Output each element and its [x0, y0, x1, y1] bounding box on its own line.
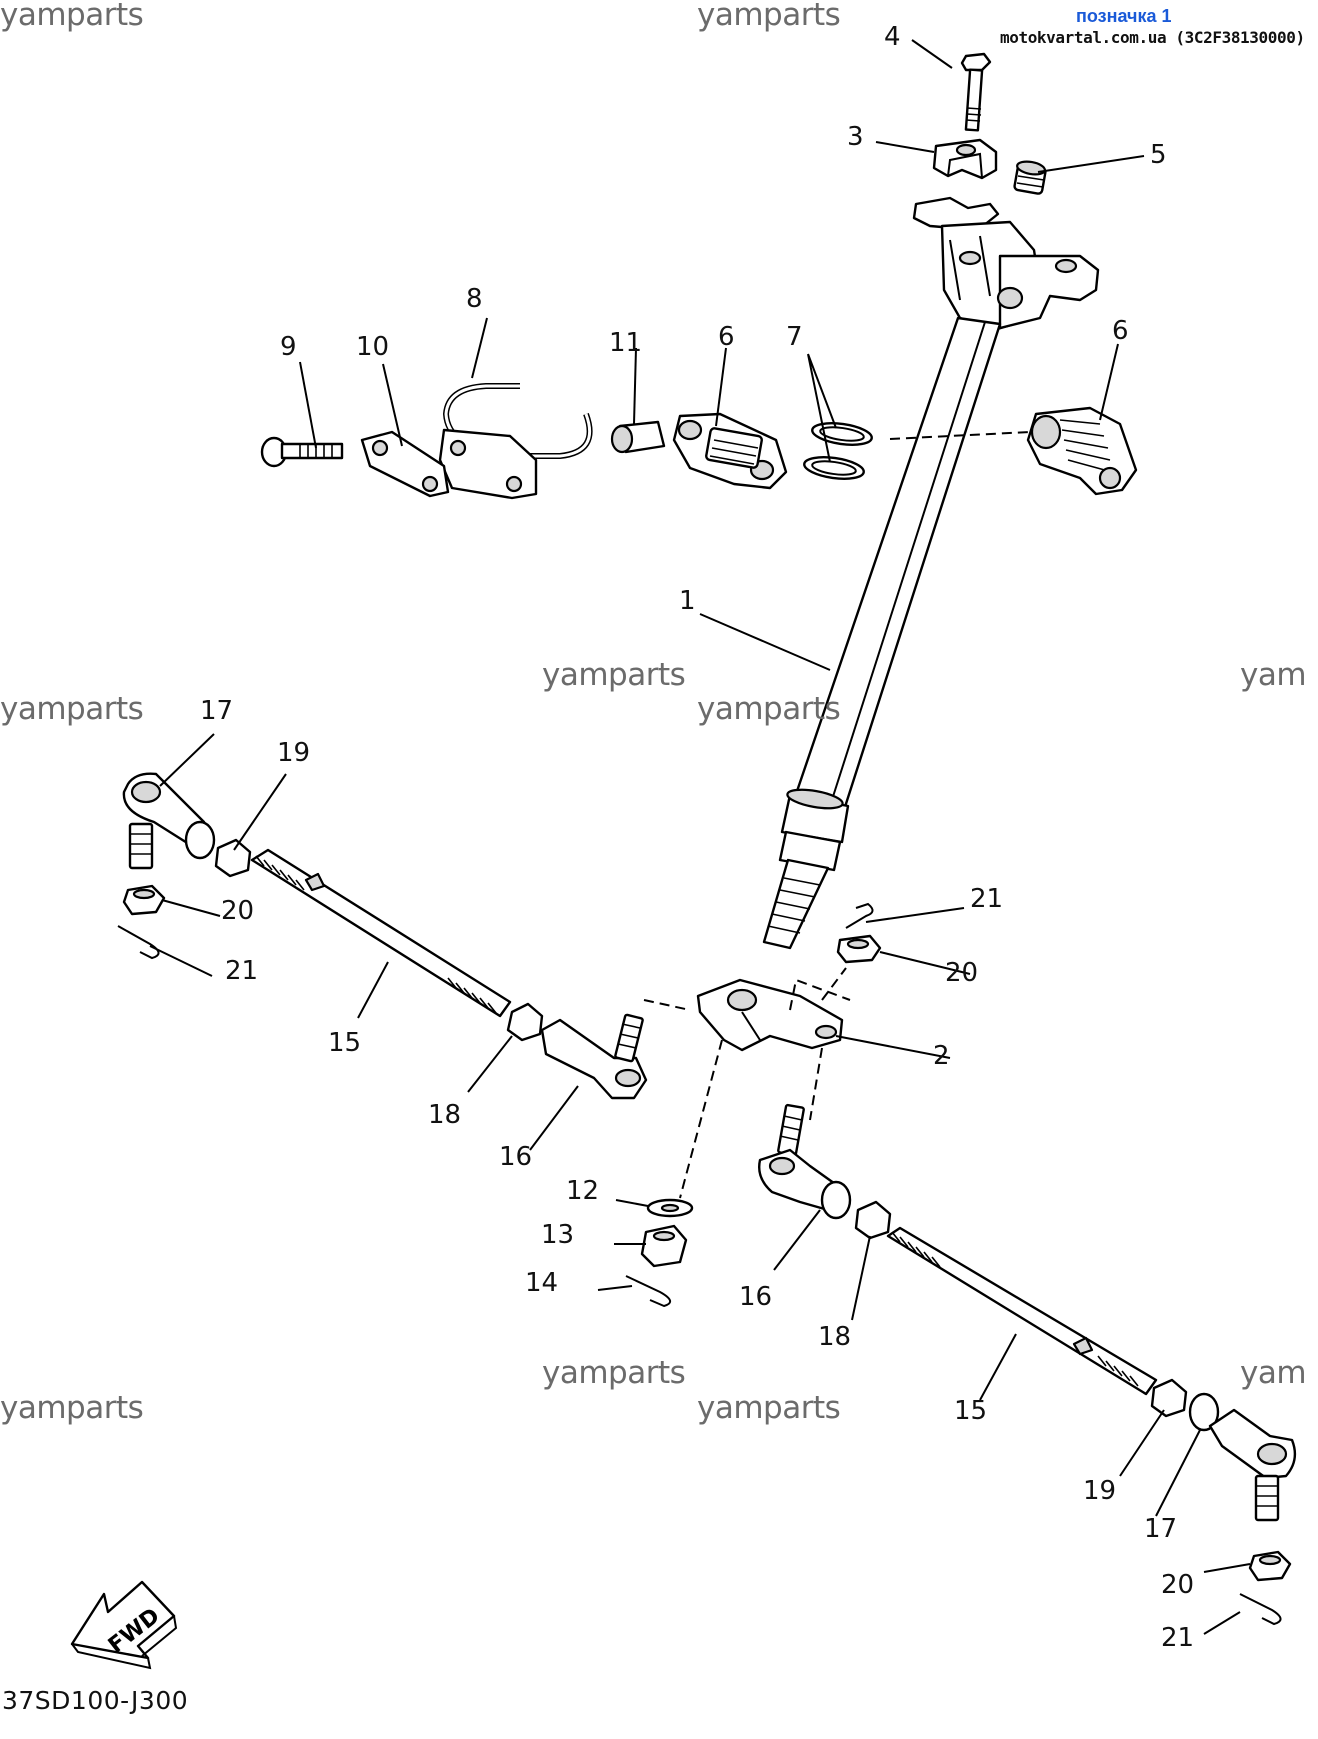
- part-1-steering-column: [762, 316, 1002, 950]
- callout-label: 8: [466, 284, 483, 314]
- part-3-clamp-cap: [932, 138, 998, 180]
- callout-label: 16: [499, 1142, 533, 1172]
- part-14-cotter-pin: [625, 1275, 671, 1308]
- part-4-bolt: [960, 52, 992, 132]
- badge-title: позначка 1: [1076, 6, 1172, 26]
- align-line-20a: [821, 967, 847, 1001]
- callout-label: 9: [280, 332, 297, 362]
- callout-label: 18: [428, 1100, 462, 1130]
- callout-label: 3: [847, 122, 864, 152]
- callout-label: 6: [1112, 316, 1129, 346]
- callout-label: 1: [679, 586, 696, 616]
- callout-label: 19: [277, 738, 311, 768]
- callout-label: 6: [718, 322, 735, 352]
- watermark: yamparts: [0, 691, 144, 727]
- part-12-washer: [646, 1198, 694, 1218]
- callout-label: 20: [221, 896, 255, 926]
- callout-label: 12: [566, 1176, 600, 1206]
- callout-label: 17: [1144, 1514, 1178, 1544]
- watermark: yamparts: [697, 0, 841, 33]
- watermark: yamparts: [0, 1390, 144, 1426]
- watermark: yamparts: [697, 691, 841, 727]
- callout-label: 21: [225, 956, 259, 986]
- part-6-clamp-half-right: [1026, 406, 1138, 496]
- callout-label: 21: [970, 884, 1004, 914]
- diagram-code: 37SD100-J300: [2, 1686, 189, 1715]
- right-tie-rod-assembly: [758, 1103, 1297, 1626]
- callout-label: 7: [786, 322, 803, 352]
- callout-label: 13: [541, 1220, 575, 1250]
- callout-label: 10: [356, 332, 390, 362]
- part-10-stay-plate: [360, 430, 450, 498]
- callout-label: 5: [1150, 140, 1167, 170]
- part-11-sleeve: [610, 420, 666, 454]
- watermark: yam: [1240, 657, 1307, 693]
- part-21-pin-center: [845, 902, 874, 929]
- part-7-rings: [803, 422, 873, 480]
- callout-label: 2: [933, 1041, 950, 1071]
- part-5-bushing: [1013, 160, 1047, 195]
- part-6-clamp-half-left: [672, 412, 788, 490]
- callout-label: 16: [739, 1282, 773, 1312]
- watermark: yamparts: [542, 657, 686, 693]
- callout-label: 4: [884, 22, 901, 52]
- align-line-6: [889, 431, 1031, 440]
- callout-label: 20: [945, 958, 979, 988]
- part-13-nut: [640, 1224, 688, 1268]
- callout-label: 11: [609, 328, 643, 358]
- part-2-pitman-arm: [696, 978, 844, 1052]
- callout-label: 19: [1083, 1476, 1117, 1506]
- part-20-nut-center: [836, 934, 882, 964]
- align-line-12: [679, 1039, 723, 1199]
- align-line-tie-r: [809, 1047, 823, 1121]
- fwd-arrow-icon: FWD: [70, 1580, 178, 1670]
- watermark: yamparts: [542, 1355, 686, 1391]
- callout-label: 15: [328, 1028, 362, 1058]
- watermark: yamparts: [0, 0, 144, 33]
- align-line-2b: [789, 978, 851, 1011]
- callout-label: 17: [200, 696, 234, 726]
- watermark: yamparts: [697, 1390, 841, 1426]
- part-9-bolt: [260, 436, 344, 468]
- part-8-wire-clip: [438, 383, 593, 500]
- callout-label: 15: [954, 1396, 988, 1426]
- left-tie-rod-assembly: [117, 772, 648, 1100]
- column-head-bracket: [912, 196, 1100, 332]
- badge-source: motokvartal.com.ua (3C2F38130000): [1000, 28, 1305, 47]
- leader-lines: [149, 39, 1251, 1635]
- callout-label: 18: [818, 1322, 852, 1352]
- watermark: yam: [1240, 1355, 1307, 1391]
- callout-label: 14: [525, 1268, 559, 1298]
- callout-label: 20: [1161, 1570, 1195, 1600]
- align-line-2a: [643, 999, 691, 1011]
- callout-label: 21: [1161, 1623, 1195, 1653]
